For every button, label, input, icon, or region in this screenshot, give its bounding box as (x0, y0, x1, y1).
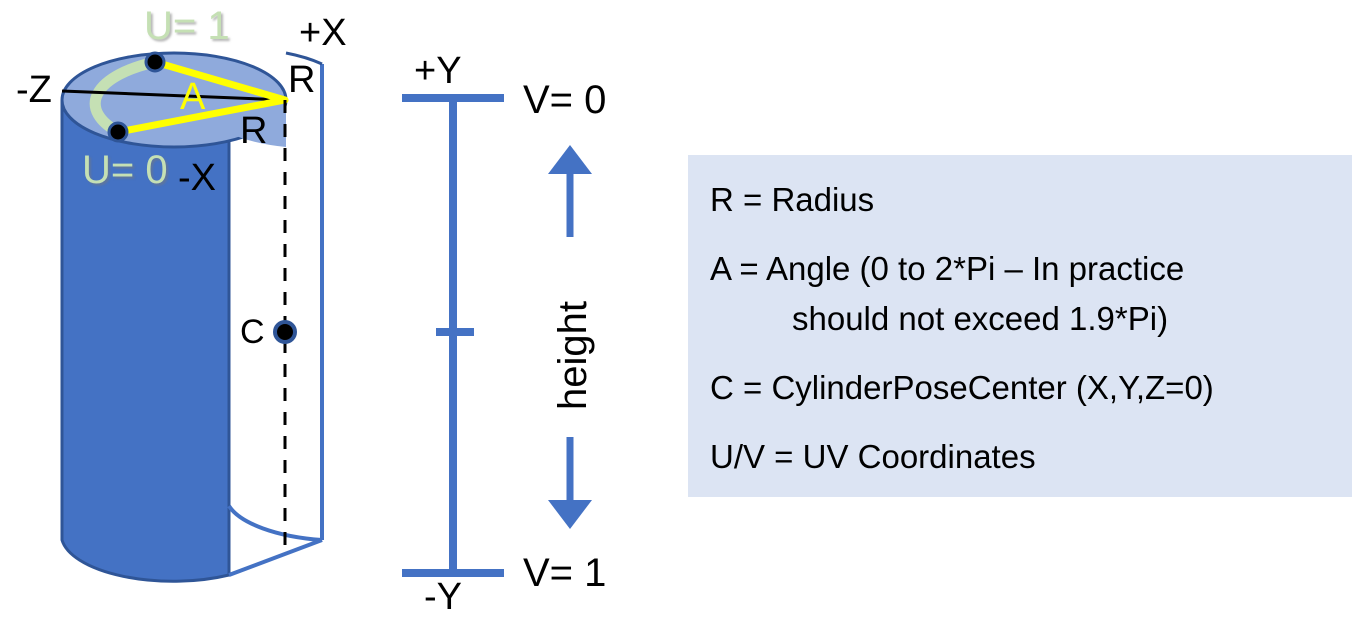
legend-line-angle-2: should not exceed 1.9*Pi) (792, 300, 1169, 337)
cylinder-bottom-wedge-edge (228, 538, 323, 577)
point-u0-dot (107, 121, 129, 143)
label-u-equals-1: U= 1 (144, 4, 230, 48)
label-radius-lower: R (240, 110, 268, 152)
cylinder-top-wedge (229, 100, 286, 147)
diameter-line (61, 89, 287, 102)
label-minus-y: -Y (424, 576, 462, 618)
label-minus-z: -Z (16, 69, 52, 111)
cylinder-top-right-arc (285, 51, 323, 66)
label-plus-x: +X (299, 12, 347, 54)
height-up-arrow (548, 145, 592, 237)
cylinder-bottom-rear-arc (227, 504, 323, 542)
label-v-equals-1: V= 1 (523, 551, 607, 595)
legend-line-angle-1: A = Angle (0 to 2*Pi – In practice (710, 250, 1185, 287)
label-height: height (551, 301, 595, 410)
legend-line-uv: U/V = UV Coordinates (710, 438, 1036, 475)
label-minus-x: -X (178, 157, 216, 199)
angle-ray-u0 (114, 96, 289, 136)
legend-line-center: C = CylinderPoseCenter (X,Y,Z=0) (710, 369, 1214, 406)
point-u1-dot (144, 51, 166, 73)
label-u-equals-0: U= 0 (82, 148, 168, 192)
label-angle-a: A (180, 76, 206, 118)
cylinder-bottom-wedge-fill (229, 506, 322, 553)
label-radius-upper: R (288, 59, 316, 101)
label-v-equals-0: V= 0 (523, 78, 607, 122)
legend-line-radius: R = Radius (710, 181, 875, 218)
angle-ray-u1 (151, 58, 289, 104)
label-plus-y: +Y (414, 50, 462, 92)
label-center-c: C (240, 313, 265, 351)
center-point-marker (273, 320, 297, 344)
height-down-arrow (548, 437, 592, 529)
legend-panel: R = Radius A = Angle (0 to 2*Pi – In pra… (688, 155, 1352, 497)
